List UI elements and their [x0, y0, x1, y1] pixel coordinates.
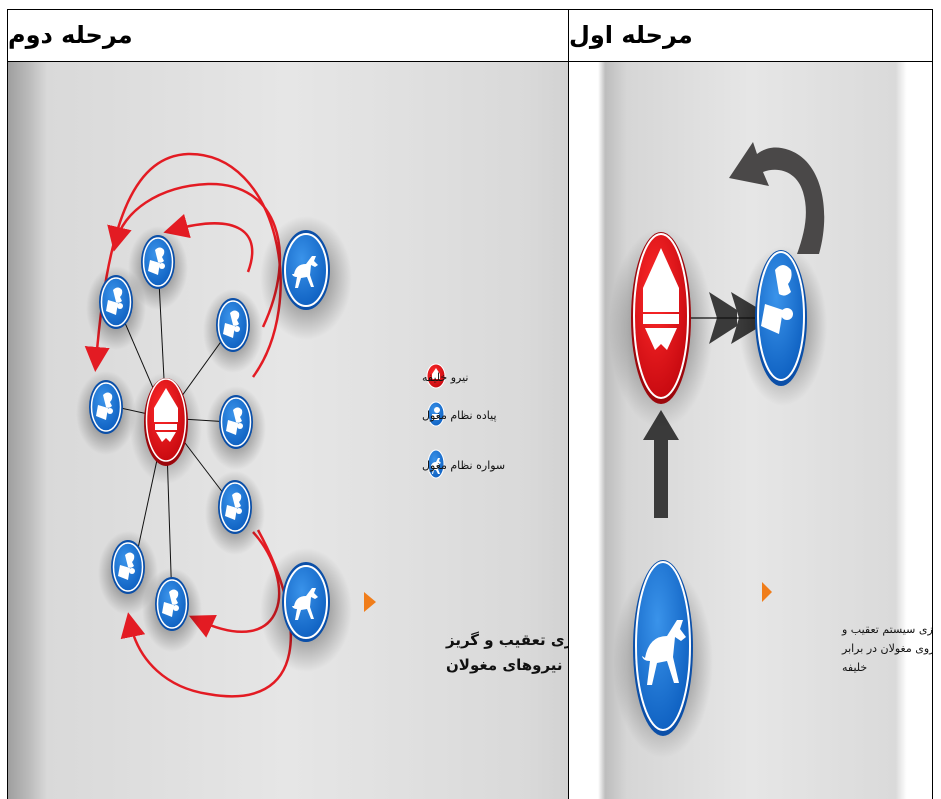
table-header-divider: [7, 61, 933, 62]
caliph-node: [609, 228, 713, 428]
stage-one-panel: شبیه سازی سیستم تعقیب و گریز نیروی مغولا…: [569, 62, 932, 799]
table-middle-border: [568, 9, 569, 799]
stage-two-caption-line1: شبیه‌سازی تعقیب و گریز: [445, 631, 568, 649]
mongol-infantry-node: [204, 470, 266, 556]
horse-icon: [642, 620, 686, 685]
table-top-border: [7, 9, 933, 10]
header-stage-one: مرحله اول: [569, 21, 693, 49]
mongol-infantry-node: [141, 567, 203, 653]
legend: نیرو خلیفه پیاده نظام مغول سواره نظام مغ…: [422, 363, 505, 479]
helmet-icon: [643, 248, 679, 350]
mongol-cavalry-node: [259, 215, 353, 341]
mongol-infantry-node: [202, 288, 264, 374]
legend-caliph-marker: [426, 363, 446, 389]
stage-one-caption-line3: خلیفه: [842, 661, 867, 674]
mongol-infantry-node: [205, 385, 267, 471]
legend-infantry-label: پیاده نظام مغول: [422, 409, 497, 422]
legend-cavalry-label: سواره نظام مغول: [422, 459, 505, 472]
caption-marker: [364, 592, 376, 612]
legend-cavalry-marker: [427, 449, 445, 479]
mongol-cavalry-node: [613, 560, 713, 758]
stage-one-caption-line2: گریز نیروی مغولان در برابر: [841, 642, 932, 655]
header-stage-two: مرحله دوم: [8, 21, 133, 49]
pursuit-arrow-inner: [163, 213, 254, 273]
mongol-cavalry-node: [259, 547, 353, 673]
caliph-node: [130, 372, 202, 484]
stage-two-caption-line2: نیروهای مغولان: [446, 656, 563, 674]
caption-marker: [762, 582, 772, 602]
table-right-border: [932, 9, 933, 799]
helmet-icon: [154, 388, 178, 442]
mongol-infantry-node: [739, 246, 827, 406]
retreat-arrow: [729, 142, 825, 254]
mongol-infantry-node: [75, 370, 137, 456]
mongol-infantry-node: [85, 265, 147, 351]
stage-two-panel: نیرو خلیفه پیاده نظام مغول سواره نظام مغ…: [8, 62, 568, 799]
table-left-border: [7, 9, 8, 799]
soldier-icon: [761, 265, 793, 334]
stage-one-caption-line1: شبیه سازی سیستم تعقیب و: [841, 623, 932, 636]
legend-infantry-marker: [427, 401, 445, 427]
legend-caliph-label: نیرو خلیفه: [422, 371, 468, 384]
